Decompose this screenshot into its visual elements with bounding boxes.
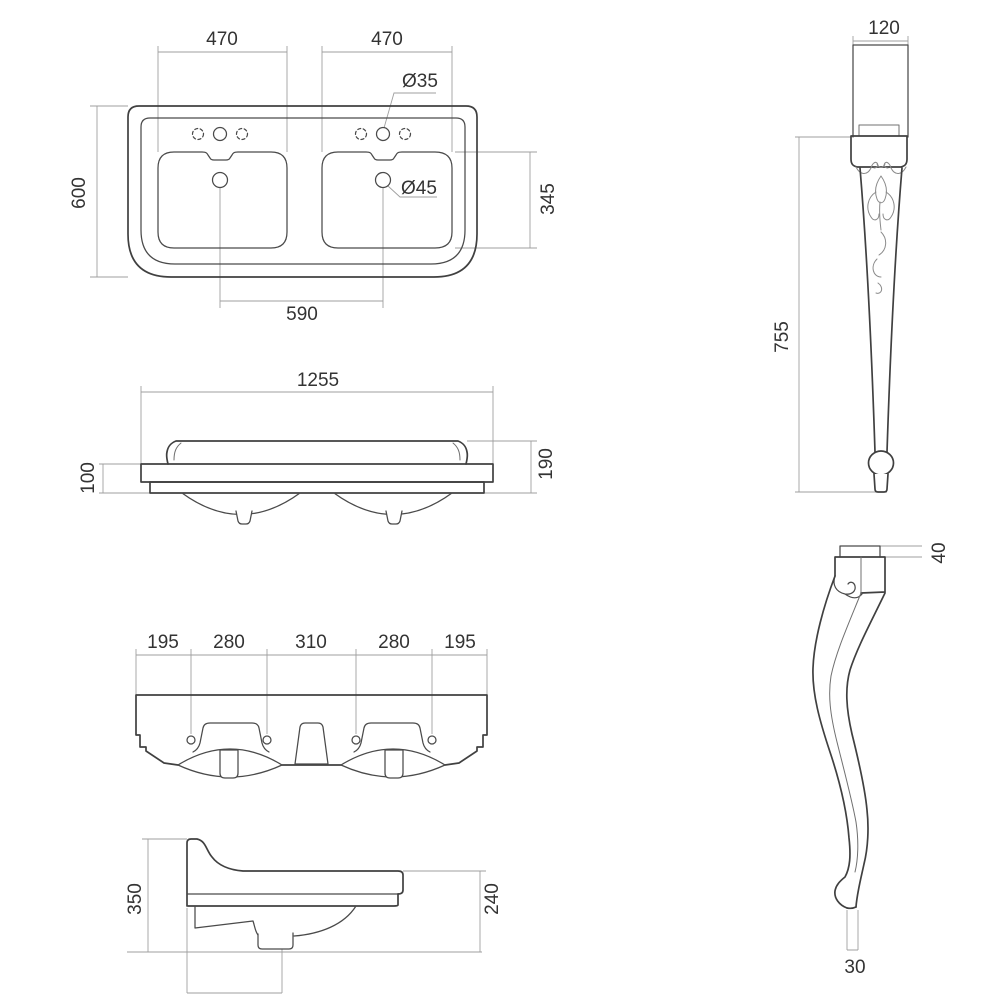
dim-leg-top-width: 120 (868, 18, 900, 39)
right-bowl (321, 151, 453, 249)
side-drain-stub (257, 932, 294, 950)
right-drain-stub-bottom (384, 749, 404, 779)
left-drain-stub (235, 510, 253, 525)
leg-tenon (852, 44, 909, 138)
front-view-dimension-lines (99, 386, 537, 494)
right-bowl-hump (353, 722, 431, 753)
mounting-holes (186, 735, 437, 745)
center-divider (294, 722, 329, 765)
basin-inner-rim (140, 117, 466, 265)
underside-outline (135, 694, 488, 766)
leg-side-top-plate (839, 545, 881, 558)
drain-hole-leader (387, 185, 437, 198)
dim-right-bowl-width: 470 (371, 29, 403, 50)
leg-ball-foot (867, 450, 895, 476)
basin-side-view: 350 240 (125, 838, 503, 994)
left-bowl-hump (192, 722, 270, 753)
dim-segment-4: 280 (378, 632, 410, 653)
leg-side-foot-bottom (846, 906, 857, 910)
knee-volute (833, 575, 863, 599)
side-bowl-arc (293, 905, 357, 937)
top-view-dimension-lines (90, 46, 537, 308)
basin-rim-profile (165, 440, 469, 465)
side-view-dimension-lines (127, 838, 486, 994)
leg-capital (850, 135, 908, 168)
slab (140, 463, 494, 483)
drain-holes (211, 171, 392, 189)
basin-top-view: 470 470 Ø35 Ø45 600 345 590 (69, 29, 559, 325)
leg-side-inner-edge (829, 592, 862, 873)
dim-faucet-hole-diameter: Ø35 (402, 71, 438, 92)
dim-segment-5: 195 (444, 632, 476, 653)
leg-foot-tip (873, 473, 889, 493)
bottom-view-dimension-lines (135, 649, 488, 734)
dim-drain-hole-diameter: Ø45 (401, 178, 437, 199)
leg-front-view: 120 755 (772, 18, 909, 493)
dim-overall-depth: 600 (69, 177, 90, 209)
basin-front-view: 1255 100 190 (78, 370, 557, 525)
dim-segment-2: 280 (213, 632, 245, 653)
right-drain-stub (385, 510, 403, 525)
dim-segment-3: 310 (295, 632, 327, 653)
dim-apron-height: 100 (78, 462, 99, 494)
leg-side-view: 40 30 (812, 542, 950, 978)
capital-scroll-ornament (855, 161, 907, 174)
basin-bottom-view: 195 280 310 280 195 (135, 632, 488, 779)
basin-outer-rim (127, 105, 478, 278)
shaft-floral-engraving (867, 175, 895, 294)
leg-side-dimension-lines (846, 545, 922, 951)
side-profile (186, 838, 404, 907)
dim-drain-center-spacing: 590 (286, 304, 318, 325)
dim-leg-height: 755 (772, 321, 793, 353)
dim-bowl-depth: 345 (538, 183, 559, 215)
faucet-holes (191, 126, 412, 142)
dim-leg-foot-width: 30 (844, 957, 865, 978)
faucet-hole-leader (383, 92, 436, 129)
leg-side-block (834, 556, 886, 594)
leg-side-front-edge (812, 575, 851, 909)
dim-left-bowl-width: 470 (206, 29, 238, 50)
dim-overall-width: 1255 (297, 370, 339, 391)
rim-curl-right (452, 442, 461, 461)
dim-leg-top-thickness: 40 (929, 542, 950, 563)
side-band (187, 893, 399, 907)
left-bowl (157, 151, 288, 249)
leg-shaft (859, 167, 903, 453)
dim-side-overall-depth: 350 (125, 883, 146, 915)
dim-overall-height: 190 (536, 448, 557, 480)
leg-side-back-edge (845, 592, 886, 908)
side-bracket (194, 905, 259, 936)
lower-band (149, 481, 485, 494)
leg-front-dimension-lines (795, 36, 909, 493)
dim-side-front-height: 240 (482, 883, 503, 915)
leg-tenon-step (858, 124, 900, 137)
rim-curl-left (173, 442, 182, 461)
left-drain-stub-bottom (219, 749, 239, 779)
dim-segment-1: 195 (147, 632, 179, 653)
